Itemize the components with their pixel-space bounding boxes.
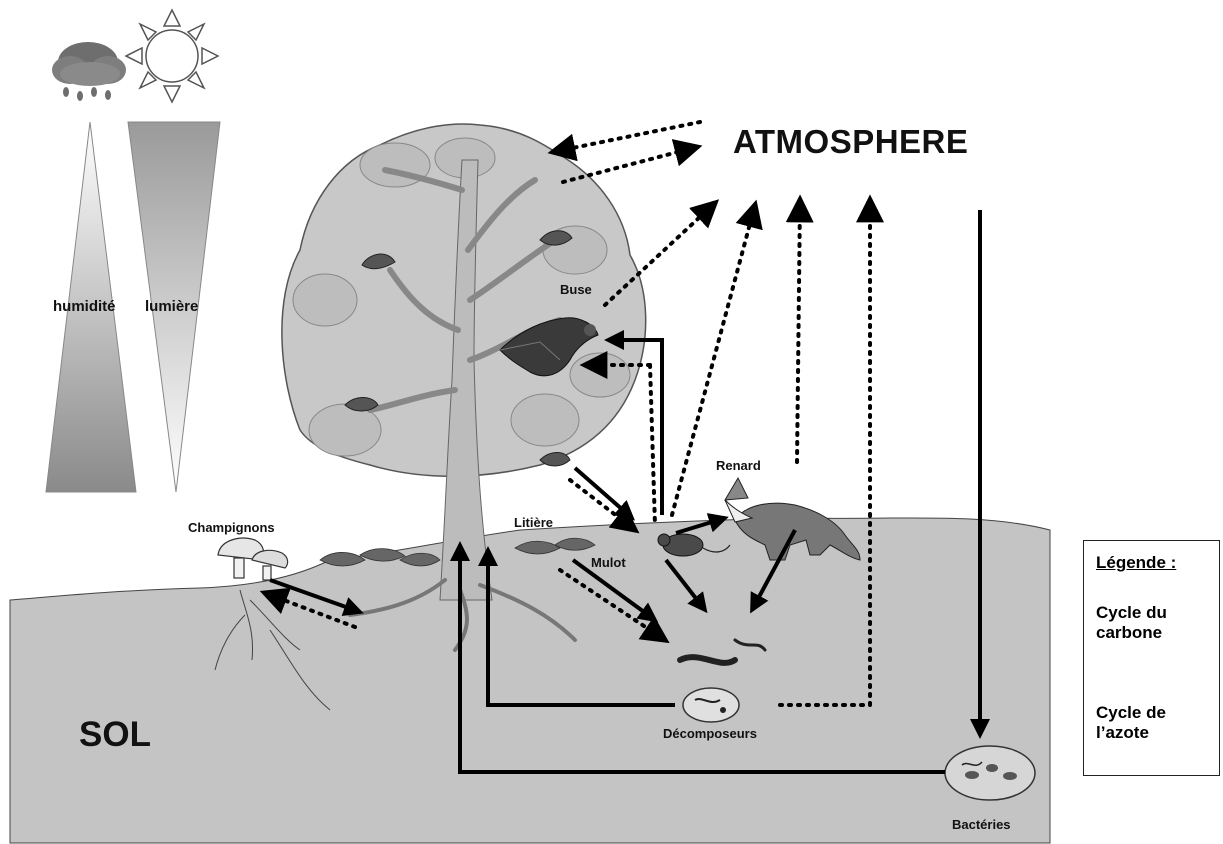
light-label: lumière: [145, 298, 198, 315]
mushroom-icon: [218, 538, 288, 580]
sun-icon: [126, 10, 218, 102]
fungi-label: Champignons: [188, 520, 275, 535]
buzzard-label: Buse: [560, 282, 592, 297]
litter-label: Litière: [514, 515, 553, 530]
rain-cloud-icon: [52, 42, 126, 101]
fox-label: Renard: [716, 458, 761, 473]
decomposers-label: Décomposeurs: [663, 726, 757, 741]
soil-label: SOL: [79, 715, 151, 755]
humidity-label: humidité: [53, 298, 116, 315]
legend-nitrogen-label: Cycle de l’azote: [1096, 703, 1206, 743]
atmosphere-label: ATMOSPHERE: [733, 123, 968, 161]
decomposer-cluster: [683, 688, 739, 722]
soil-area: [10, 518, 1050, 843]
bacteria-icon: [945, 746, 1035, 800]
legend-carbon-label: Cycle du carbone: [1096, 603, 1206, 643]
bacteria-label: Bactéries: [952, 817, 1011, 832]
mouse-label: Mulot: [591, 555, 626, 570]
legend: Légende : Cycle du carbone Cycle de l’az…: [1083, 540, 1220, 776]
legend-title: Légende :: [1096, 553, 1176, 573]
